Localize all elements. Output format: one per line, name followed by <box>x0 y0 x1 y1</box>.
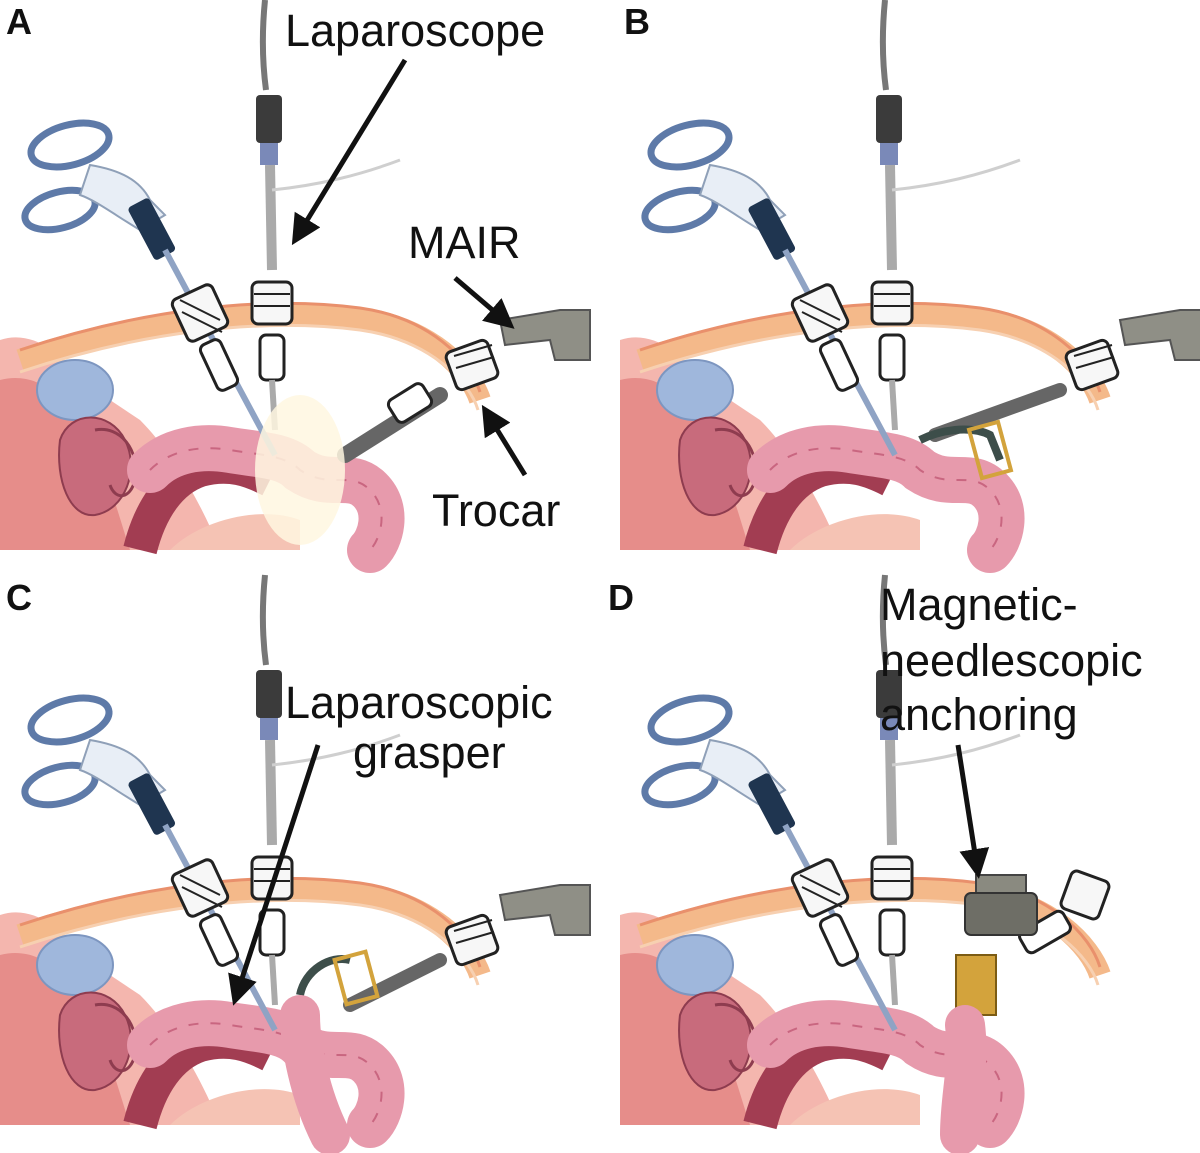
trocar-arrow <box>481 404 528 477</box>
anchoring-arrow <box>955 744 990 879</box>
panel-letter-d: D <box>608 577 634 618</box>
label-trocar: Trocar <box>432 485 561 536</box>
panel-a <box>0 0 592 550</box>
panel-letter-c: C <box>6 577 32 618</box>
label-anchoring-line1: Magnetic- <box>880 579 1078 630</box>
panel-letter-a: A <box>6 1 32 42</box>
label-anchoring-line2: needlescopic <box>880 635 1143 686</box>
label-laparoscope: Laparoscope <box>285 5 546 56</box>
panel-c <box>0 575 592 1153</box>
grasper-arrow <box>228 744 321 1006</box>
label-anchoring-line3: anchoring <box>880 689 1078 740</box>
mair-arrow <box>453 276 515 329</box>
label-mair: MAIR <box>408 217 521 268</box>
panel-b <box>620 0 1200 550</box>
panel-letter-b: B <box>624 1 650 42</box>
laparoscope-arrow <box>291 58 408 246</box>
label-grasper-line2: grasper <box>353 727 506 778</box>
label-grasper-line1: Laparoscopic <box>285 677 553 728</box>
panel-d <box>620 575 1111 1153</box>
